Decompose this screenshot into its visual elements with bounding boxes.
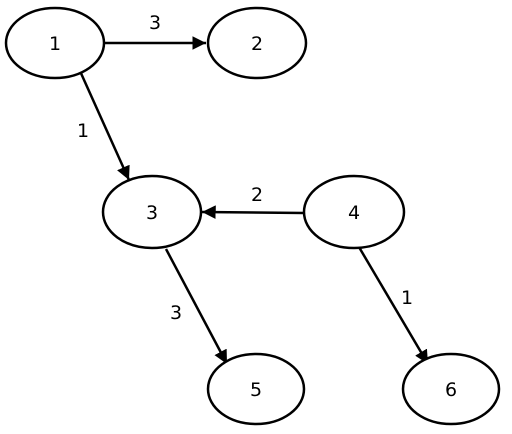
edge-weight-label: 3 [170,302,182,324]
edge-3-5: 3 [164,248,229,365]
node-2: 2 [206,6,308,80]
edge-1-2: 3 [104,12,206,50]
node-6: 6 [401,352,501,426]
node-label: 5 [250,379,262,401]
edge-weight-label: 1 [77,120,89,142]
node-3: 3 [101,174,203,250]
node-label: 3 [146,202,158,224]
edge-weight-label: 3 [149,12,161,34]
node-1: 1 [4,6,106,80]
edge-4-6: 1 [354,241,430,365]
node-label: 4 [348,202,360,224]
edge-weight-label: 1 [401,287,413,309]
node-5: 5 [206,352,306,426]
node-label: 6 [445,379,457,401]
edge-4-3: 2 [201,184,305,220]
node-label: 1 [49,33,61,55]
node-label: 2 [251,33,263,55]
edge-weight-label: 2 [251,184,263,206]
node-4: 4 [302,174,406,250]
edge-1-3: 1 [77,70,131,181]
